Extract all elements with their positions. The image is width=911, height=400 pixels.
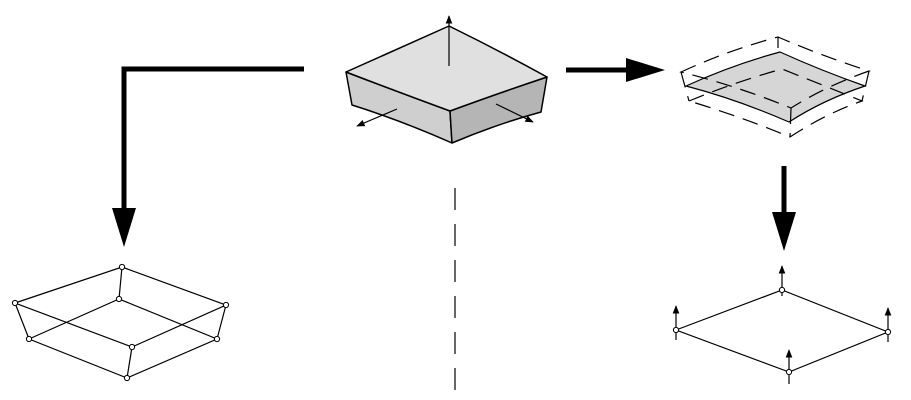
- shell-nodes: [672, 286, 892, 376]
- elbow-connector: [121, 66, 304, 208]
- midsurface-shell: [679, 36, 871, 138]
- shell-element: [672, 265, 892, 384]
- flow-arrow-to-shell: [772, 166, 796, 251]
- mesh-bottom-face: [27, 298, 219, 379]
- arrow-head-down-left: [112, 208, 136, 247]
- flow-arrow-to-midsurface: [566, 58, 665, 82]
- midsurface-fill: [684, 51, 867, 123]
- thickness-outline: [679, 36, 871, 138]
- shell-quad: [674, 289, 890, 373]
- node-normals: [672, 265, 892, 384]
- flow-arrow-to-mesh: [112, 66, 304, 247]
- mesh-nodes: [11, 263, 230, 382]
- solid-mesh: [11, 263, 230, 382]
- arrow-head-down-right: [772, 212, 796, 251]
- slab-top-face: [345, 25, 548, 112]
- arrow-left: [356, 108, 398, 127]
- arrow-right: [495, 103, 534, 123]
- arrow-head-right: [626, 58, 665, 82]
- solid-slab: [345, 15, 548, 144]
